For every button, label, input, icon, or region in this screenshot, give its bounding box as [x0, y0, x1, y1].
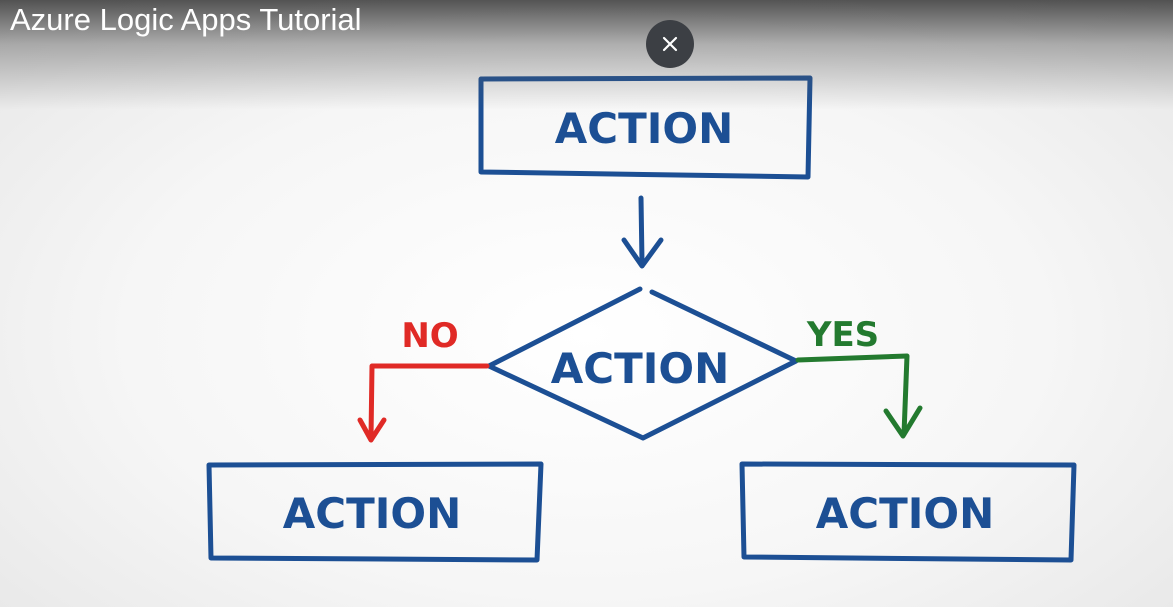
right-action-box — [739, 461, 1077, 563]
left-action-box — [206, 461, 544, 563]
video-title[interactable]: Azure Logic Apps Tutorial — [10, 2, 362, 37]
decision-label: ACTION — [551, 344, 729, 393]
left-action-label: ACTION — [283, 489, 461, 538]
decision-node: ACTION — [486, 286, 799, 441]
down-arrow — [621, 195, 664, 269]
no-label: NO — [401, 316, 458, 356]
no-branch: NO — [357, 316, 490, 443]
decision-diamond — [486, 286, 799, 441]
left-action-node: ACTION — [206, 461, 544, 563]
right-action-label: ACTION — [816, 489, 994, 538]
close-button[interactable] — [646, 20, 694, 68]
yes-label: YES — [806, 315, 879, 355]
close-icon — [662, 36, 678, 52]
yes-branch: YES — [795, 315, 923, 439]
top-action-node: ACTION — [478, 75, 813, 180]
title-overlay — [0, 0, 1173, 110]
right-action-node: ACTION — [739, 461, 1077, 563]
top-action-label: ACTION — [555, 104, 733, 153]
